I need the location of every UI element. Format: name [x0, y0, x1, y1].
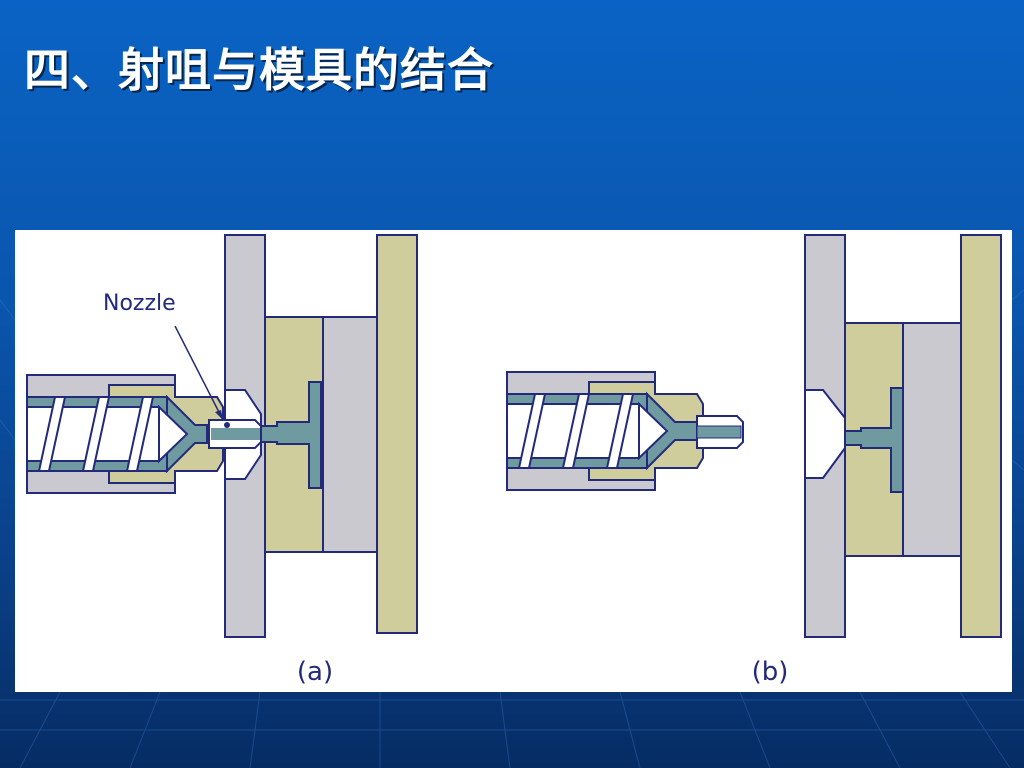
caption-b: (b) [752, 657, 789, 687]
slide-title: 四、射咀与模具的结合 [24, 43, 494, 97]
diagram-b: (b) [506, 234, 1002, 687]
caption-a: (a) [297, 657, 333, 687]
diagram-a: Nozzle (a) [26, 234, 418, 687]
nozzle-label: Nozzle [103, 291, 176, 316]
core-plate-b [902, 322, 962, 557]
injection-barrel-b [506, 371, 708, 491]
injection-barrel-a [26, 374, 228, 494]
sprue-cavity-b [844, 387, 904, 493]
sprue-cavity-a [260, 381, 322, 489]
moving-platen-b [960, 234, 1002, 638]
nozzle-mold-diagram: Nozzle (a) [15, 230, 1012, 692]
core-plate-a [322, 316, 378, 553]
moving-platen-a [376, 234, 418, 634]
nozzle-leader-line [174, 325, 224, 421]
diagram-canvas: Nozzle (a) [26, 234, 1002, 687]
